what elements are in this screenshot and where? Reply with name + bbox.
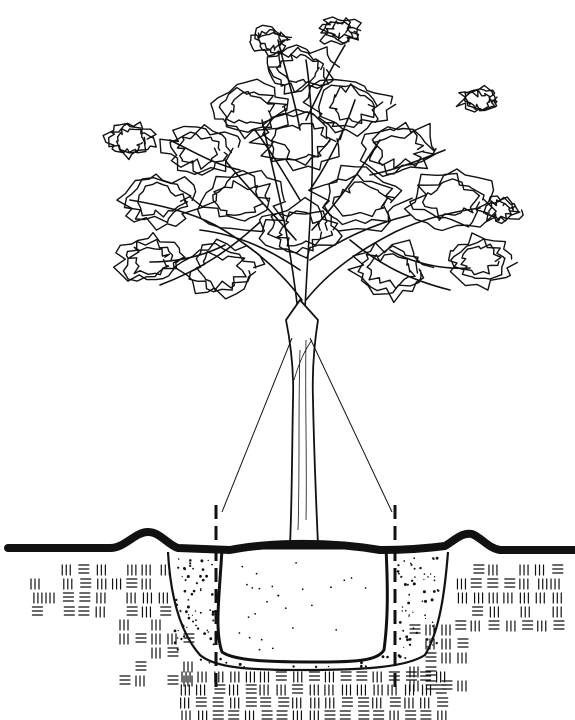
tree-canopy	[103, 17, 523, 303]
tree-trunk	[286, 300, 318, 545]
root-ball	[218, 548, 387, 662]
